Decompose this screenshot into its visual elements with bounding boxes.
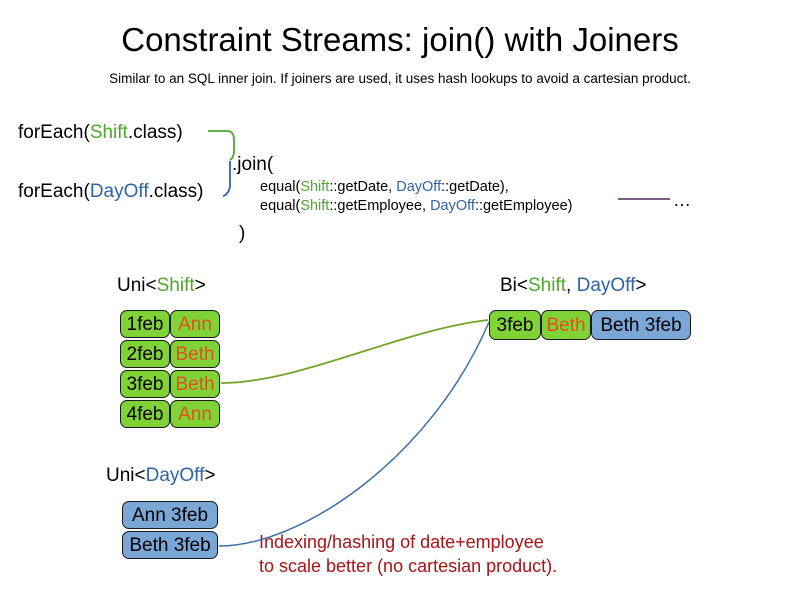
shift-row-employee-text: Beth: [175, 343, 215, 365]
connector-shift-to-bi-icon: [220, 319, 489, 384]
label-uni-dayoff-suffix: >: [204, 465, 216, 486]
label-uni-dayoff-type: DayOff: [145, 465, 205, 486]
joiner-employee-left-method: ::getEmployee,: [329, 198, 431, 214]
shift-row-employee-text: Beth: [175, 373, 215, 395]
code-foreach-dayoff: forEach(DayOff.class): [18, 180, 204, 204]
label-uni-shift: Uni<Shift>: [117, 274, 206, 298]
code-foreach-shift: forEach(Shift.class): [18, 121, 183, 145]
bi-row-date-text: 3feb: [496, 314, 534, 336]
shift-row-date-text: 3feb: [126, 373, 164, 395]
joiner-date-left-type: Shift: [300, 179, 330, 195]
joiner-employee-right-type: DayOff: [430, 198, 475, 214]
code-foreach-dayoff-suffix: .class): [148, 181, 204, 202]
code-foreach-dayoff-prefix: forEach(: [18, 181, 90, 202]
shift-row-employee: Ann: [170, 310, 220, 338]
bi-row-date: 3feb: [489, 310, 541, 340]
label-uni-shift-suffix: >: [194, 275, 206, 296]
code-joiner-date: equal(Shift::getDate, DayOff::getDate),: [260, 178, 509, 196]
shift-row-employee: Beth: [170, 370, 220, 398]
shift-row-date: 4feb: [120, 400, 170, 428]
dayoff-row-text: Ann 3feb: [131, 504, 209, 526]
label-bi-separator: ,: [566, 275, 577, 296]
label-uni-dayoff: Uni<DayOff>: [106, 464, 216, 488]
label-uni-shift-type: Shift: [156, 275, 195, 296]
label-bi-prefix: Bi<: [500, 275, 528, 296]
joiner-date-right-method: ::getDate),: [441, 179, 509, 195]
shift-row-employee: Beth: [170, 340, 220, 368]
purple-rule-divider: [618, 198, 670, 200]
joiner-date-left-method: ::getDate,: [329, 179, 397, 195]
label-uni-dayoff-prefix: Uni<: [106, 465, 146, 486]
shift-row-date: 1feb: [120, 310, 170, 338]
shift-row-employee-text: Ann: [178, 313, 212, 335]
page-subtitle: Similar to an SQL inner join. If joiners…: [109, 71, 691, 86]
bi-row-employee-text: Beth: [546, 314, 586, 336]
shift-row-employee: Ann: [170, 400, 220, 428]
code-join-close: ): [239, 223, 246, 244]
shift-row-date: 2feb: [120, 340, 170, 368]
shift-row-date-text: 1feb: [126, 313, 164, 335]
shift-row-date-text: 4feb: [126, 403, 164, 425]
shift-row-employee-text: Ann: [178, 403, 212, 425]
bi-row-employee: Beth: [541, 310, 591, 340]
joiner-date-prefix: equal(: [260, 179, 301, 195]
bi-row-dayoff: Beth 3feb: [591, 310, 691, 340]
label-bi-suffix: >: [635, 275, 647, 296]
annotation-text: Indexing/hashing of date+employee to sca…: [259, 532, 558, 576]
code-foreach-dayoff-type: DayOff: [89, 181, 149, 202]
code-foreach-shift-type: Shift: [89, 122, 128, 143]
joiner-employee-left-type: Shift: [300, 198, 330, 214]
bi-row-dayoff-text: Beth 3feb: [600, 314, 682, 336]
joiner-employee-prefix: equal(: [260, 198, 301, 214]
connector-dayoff-to-bi-icon: [218, 321, 490, 547]
joiner-employee-right-method: ::getEmployee): [474, 198, 573, 214]
brace-arm-shift-icon: [208, 130, 235, 161]
label-bi-stream: Bi<Shift, DayOff>: [500, 274, 646, 298]
dayoff-row-text: Beth 3feb: [129, 534, 211, 556]
label-uni-shift-prefix: Uni<: [117, 275, 157, 296]
dayoff-row: Ann 3feb: [122, 501, 218, 529]
code-foreach-shift-suffix: .class): [127, 122, 183, 143]
dayoff-row: Beth 3feb: [122, 531, 218, 559]
code-joiner-employee: equal(Shift::getEmployee, DayOff::getEmp…: [260, 197, 572, 215]
label-bi-type-b: DayOff: [576, 275, 636, 296]
page-title: Constraint Streams: join() with Joiners: [121, 21, 679, 58]
brace-arm-dayoff-icon: [222, 161, 231, 197]
ellipsis-text: …: [673, 190, 691, 210]
label-bi-type-a: Shift: [528, 275, 567, 296]
shift-row-date-text: 2feb: [126, 343, 164, 365]
shift-row-date: 3feb: [120, 370, 170, 398]
code-join-open: .join(: [232, 154, 274, 175]
joiner-date-right-type: DayOff: [396, 179, 442, 195]
code-foreach-shift-prefix: forEach(: [18, 122, 90, 143]
